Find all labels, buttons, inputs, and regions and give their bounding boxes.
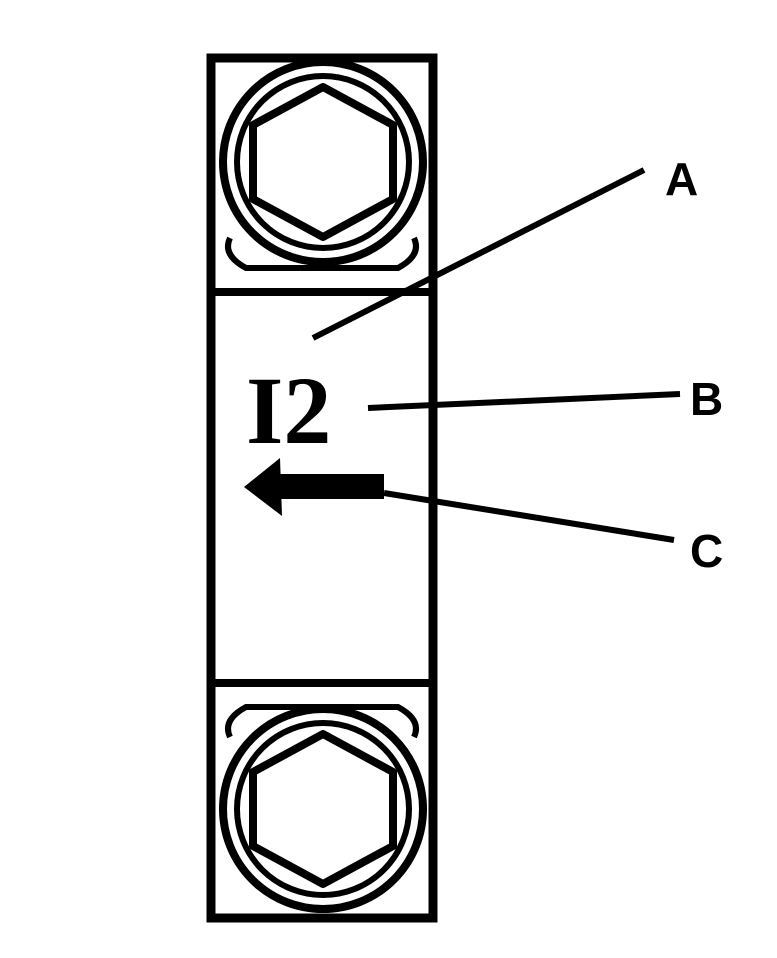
callout-label-a: A: [665, 153, 698, 205]
lower-bolt: [219, 704, 427, 913]
direction-arrow-icon: [244, 458, 384, 516]
lower-bolt-washer-outer: [219, 705, 427, 913]
arrow-head: [244, 458, 282, 516]
leader-line-c: [383, 490, 675, 543]
callout-label-c: C: [690, 525, 723, 577]
upper-hex-head-icon: [249, 83, 397, 241]
upper-bolt: [219, 58, 427, 271]
lower-bolt-washer-inner: [234, 720, 412, 898]
upper-bolt-washer-outer: [219, 58, 427, 266]
arrow-shaft: [278, 474, 384, 499]
leader-line-b: [367, 391, 681, 411]
callout-label-b: B: [690, 373, 723, 425]
leader-line-a: [311, 167, 646, 341]
upper-bolt-washer-inner: [234, 73, 412, 251]
lower-hex-head-icon: [249, 730, 397, 888]
upper-bolt-flange: [225, 236, 419, 271]
stamped-marking: I2: [246, 357, 331, 464]
